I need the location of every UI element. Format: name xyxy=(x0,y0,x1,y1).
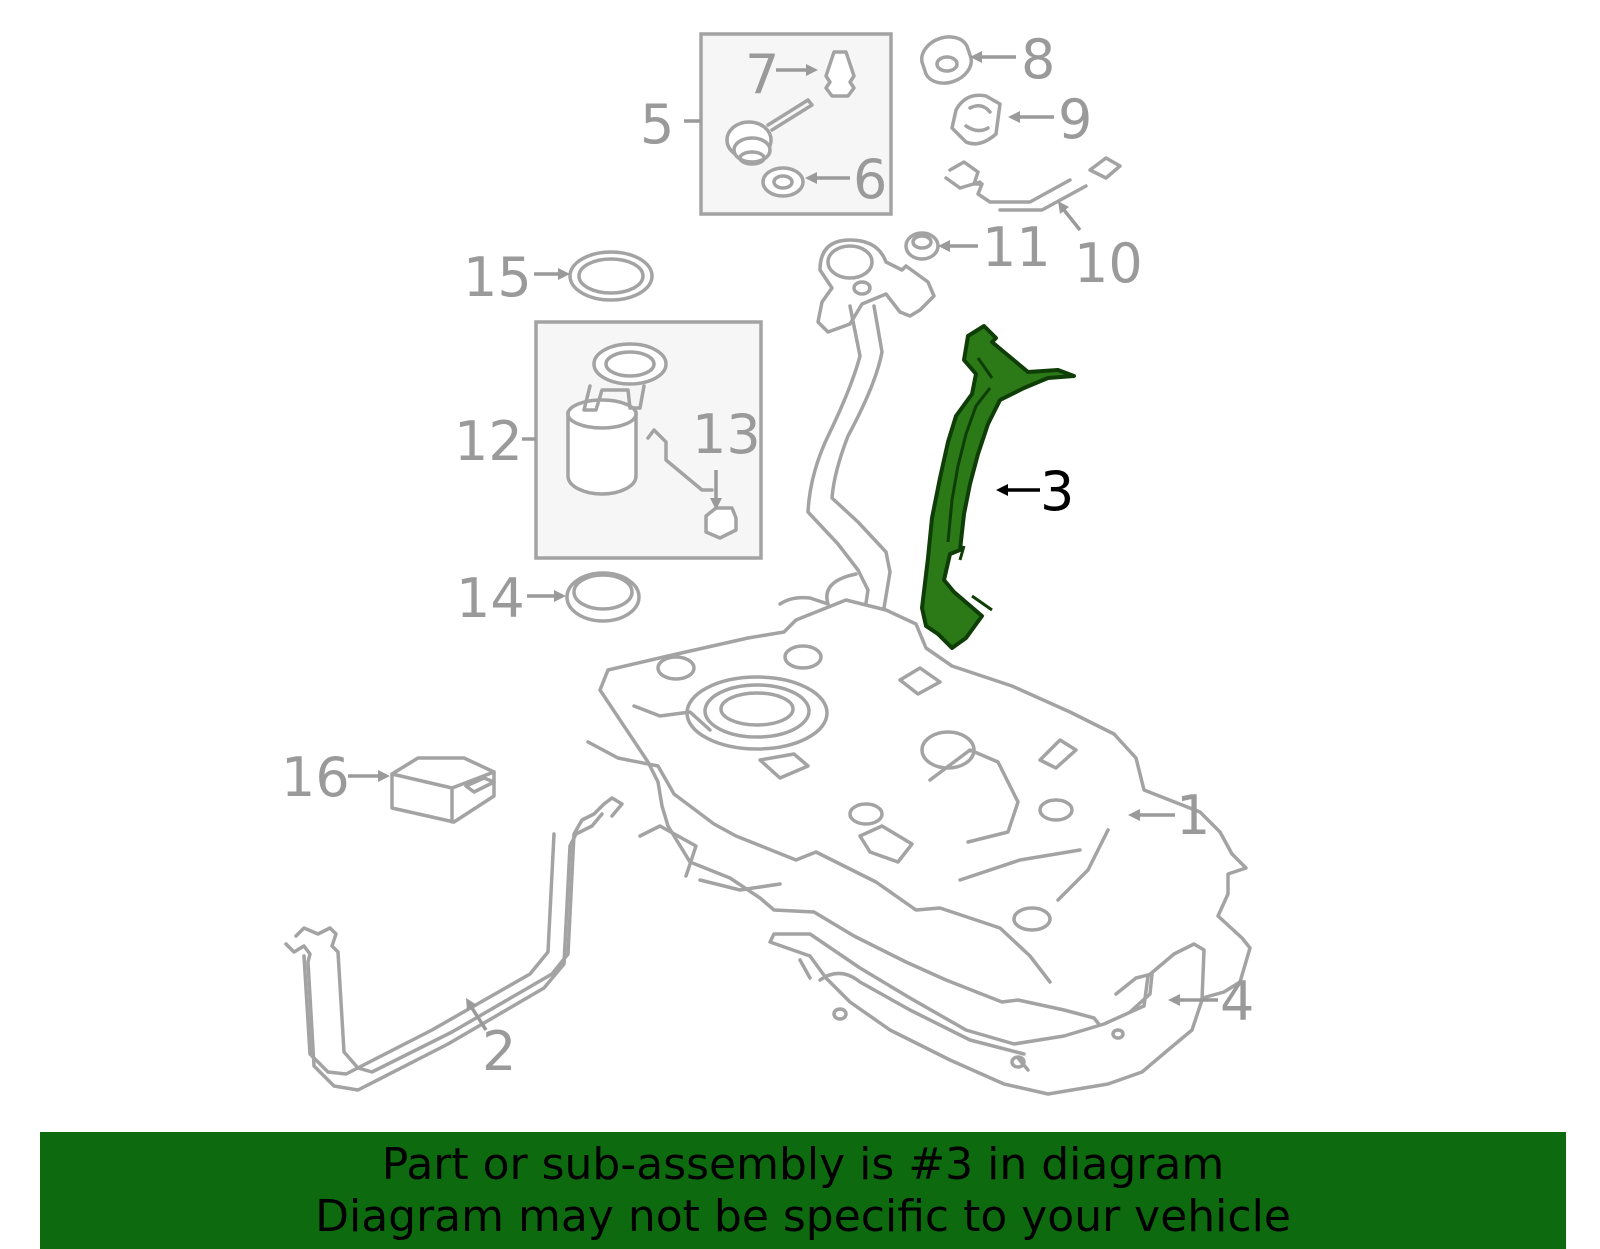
callout-11: 11 xyxy=(982,216,1051,279)
callout-6: 6 xyxy=(853,148,887,211)
callout-13: 13 xyxy=(692,403,761,466)
part-9-grommet xyxy=(950,93,1002,146)
part-2-strap xyxy=(284,796,624,1092)
part-6-seal xyxy=(761,166,805,198)
part-15-lock-ring xyxy=(568,250,654,302)
callout-16: 16 xyxy=(281,746,350,809)
callout-2: 2 xyxy=(482,1020,516,1083)
part-5-valve xyxy=(725,98,814,166)
callout-15: 15 xyxy=(463,246,532,309)
banner-line-2: Diagram may not be specific to your vehi… xyxy=(315,1190,1291,1242)
part-12-pump-module xyxy=(566,342,714,496)
part-13-connector xyxy=(704,506,738,540)
part-11-bushing xyxy=(904,231,940,261)
banner-line-1: Part or sub-assembly is #3 in diagram xyxy=(381,1138,1225,1190)
callout-8: 8 xyxy=(1021,28,1055,91)
part-7-clip xyxy=(824,50,856,98)
part-10-harness xyxy=(944,156,1122,212)
part-14-seal-ring xyxy=(565,571,641,623)
callout-14: 14 xyxy=(456,567,525,630)
info-banner: Part or sub-assembly is #3 in diagram Di… xyxy=(40,1132,1566,1249)
callout-labels: 7 5 6 8 9 10 11 15 12 13 14 16 1 4 2 3 xyxy=(281,28,1254,1083)
callout-9: 9 xyxy=(1058,88,1092,151)
callout-1: 1 xyxy=(1176,784,1210,847)
part-4-heat-shield xyxy=(768,932,1206,1096)
callout-10: 10 xyxy=(1074,232,1143,295)
part-1-fuel-tank xyxy=(586,598,1252,1040)
callout-4: 4 xyxy=(1220,970,1254,1033)
callout-5: 5 xyxy=(640,93,674,156)
callout-12: 12 xyxy=(454,410,523,473)
part-8-grommet xyxy=(919,35,974,85)
part-16-control-module xyxy=(390,756,496,824)
leader-arrows xyxy=(348,51,1218,1031)
part-3-bracket-highlighted xyxy=(920,324,1076,650)
part-3-bracket-shape xyxy=(920,324,1076,650)
callout-3: 3 xyxy=(1040,460,1074,523)
filler-neck-tube xyxy=(778,238,936,668)
callout-7: 7 xyxy=(745,43,779,106)
